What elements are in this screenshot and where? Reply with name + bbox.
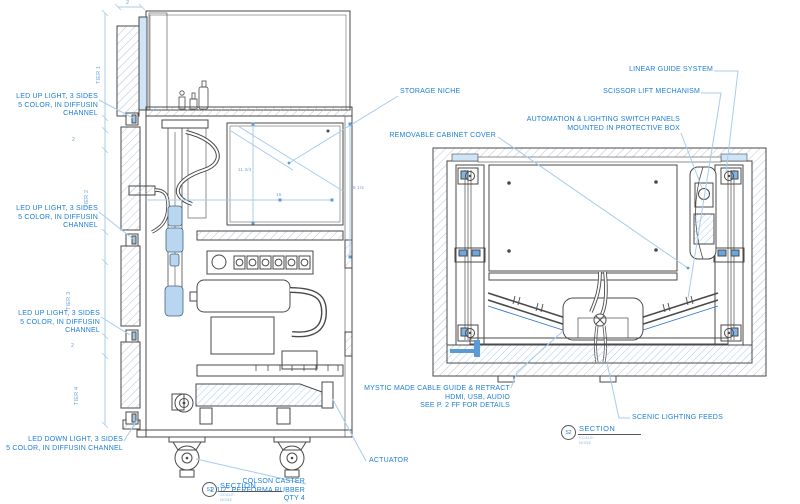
cables bbox=[128, 130, 220, 234]
linear-guide-right bbox=[713, 164, 745, 346]
power-strip bbox=[206, 250, 314, 275]
top-accessories bbox=[178, 80, 209, 110]
dim-gap2: 2 bbox=[71, 343, 75, 349]
section-s1-title: SECTION bbox=[220, 481, 257, 490]
section-s1-bubble: S1 bbox=[202, 482, 217, 497]
scissor-arms bbox=[487, 292, 719, 332]
switch-panel-box bbox=[689, 166, 717, 260]
section-s1-rule bbox=[219, 491, 282, 492]
callout-led-down-light: LED DOWN LIGHT, 3 SIDES 5 COLOR, IN DIFF… bbox=[6, 436, 123, 452]
upper-frame bbox=[116, 10, 351, 117]
removable-cover-panel bbox=[488, 164, 678, 281]
callout-storage-niche: STORAGE NICHE bbox=[400, 88, 461, 95]
left-section-view bbox=[116, 10, 353, 478]
actuator-assembly bbox=[171, 381, 334, 425]
bottom-band bbox=[446, 337, 753, 383]
callout-scissor-lift: SCISSOR LIFT MECHANISM bbox=[603, 88, 700, 95]
callout-linear-guide: LINEAR GUIDE SYSTEM bbox=[629, 66, 713, 73]
callout-actuator: ACTUATOR bbox=[369, 457, 409, 464]
callout-led-up-light-2: LED UP LIGHT, 3 SIDES 5 COLOR, IN DIFFUS… bbox=[16, 205, 98, 230]
section-s2-title: SECTION bbox=[579, 424, 616, 433]
callout-scenic-feeds: SCENIC LIGHTING FEEDS bbox=[632, 414, 723, 421]
linear-guide-left bbox=[454, 164, 486, 346]
dim-tier2: TIER 2 bbox=[84, 189, 90, 208]
dimension-lines bbox=[101, 3, 352, 429]
storage-niche bbox=[196, 122, 344, 241]
leader-lines bbox=[98, 3, 739, 485]
dim-tier4: TIER 4 bbox=[74, 386, 80, 405]
callout-automation-panels: AUTOMATION & LIGHTING SWITCH PANELS MOUN… bbox=[526, 116, 680, 132]
callout-led-up-light-1: LED UP LIGHT, 3 SIDES 5 COLOR, IN DIFFUS… bbox=[16, 93, 98, 118]
callout-removable-cover: REMOVABLE CABINET COVER bbox=[389, 132, 496, 139]
left-wall-tiers bbox=[120, 112, 141, 430]
led-channels bbox=[125, 112, 139, 425]
section-s2-scale: SCALE: NONE bbox=[579, 435, 595, 445]
dim-gap1: 2 bbox=[72, 137, 76, 143]
cabinet-body bbox=[136, 106, 353, 438]
dim-niche-width: 15 bbox=[276, 192, 282, 197]
dim-niche-height: 11 3/4 bbox=[238, 167, 252, 172]
callout-mystic-cable: MYSTIC MADE CABLE GUIDE & RETRACT HDMI, … bbox=[364, 385, 510, 410]
equipment-boxes bbox=[189, 279, 344, 377]
dim-tier3: TIER 3 bbox=[66, 291, 72, 310]
caster-right bbox=[273, 436, 311, 478]
dim-top-width: 2 bbox=[126, 0, 130, 6]
section-s2-bubble: S2 bbox=[561, 425, 576, 440]
cable-connectors bbox=[164, 205, 184, 317]
right-section-view bbox=[432, 147, 767, 383]
dim-tier1: TIER 1 bbox=[96, 65, 102, 84]
section-s2-rule bbox=[578, 434, 641, 435]
caster-left bbox=[168, 436, 206, 478]
callout-led-up-light-3: LED UP LIGHT, 3 SIDES 5 COLOR, IN DIFFUS… bbox=[18, 310, 100, 335]
section-s1-scale: SCALE: NONE bbox=[220, 492, 236, 502]
dim-niche-depth: 8 1/4 bbox=[353, 185, 365, 190]
